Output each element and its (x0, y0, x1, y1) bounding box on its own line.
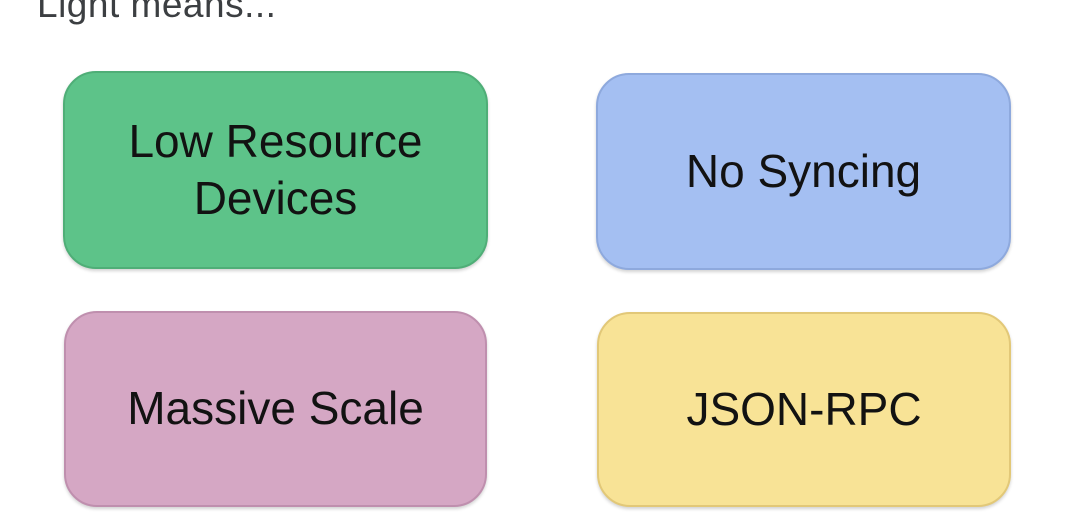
box-json-rpc-label: JSON-RPC (686, 382, 922, 435)
box-no-syncing: No Syncing (596, 73, 1011, 270)
box-json-rpc: JSON-RPC (597, 312, 1011, 507)
box-massive-scale-label: Massive Scale (127, 382, 424, 435)
box-low-resource-devices: Low Resource Devices (63, 71, 488, 269)
box-massive-scale: Massive Scale (64, 311, 487, 507)
slide-title: Light means... (37, 0, 277, 25)
box-no-syncing-label: No Syncing (685, 144, 922, 197)
box-low-resource-devices-label: Low Resource Devices (128, 114, 423, 225)
